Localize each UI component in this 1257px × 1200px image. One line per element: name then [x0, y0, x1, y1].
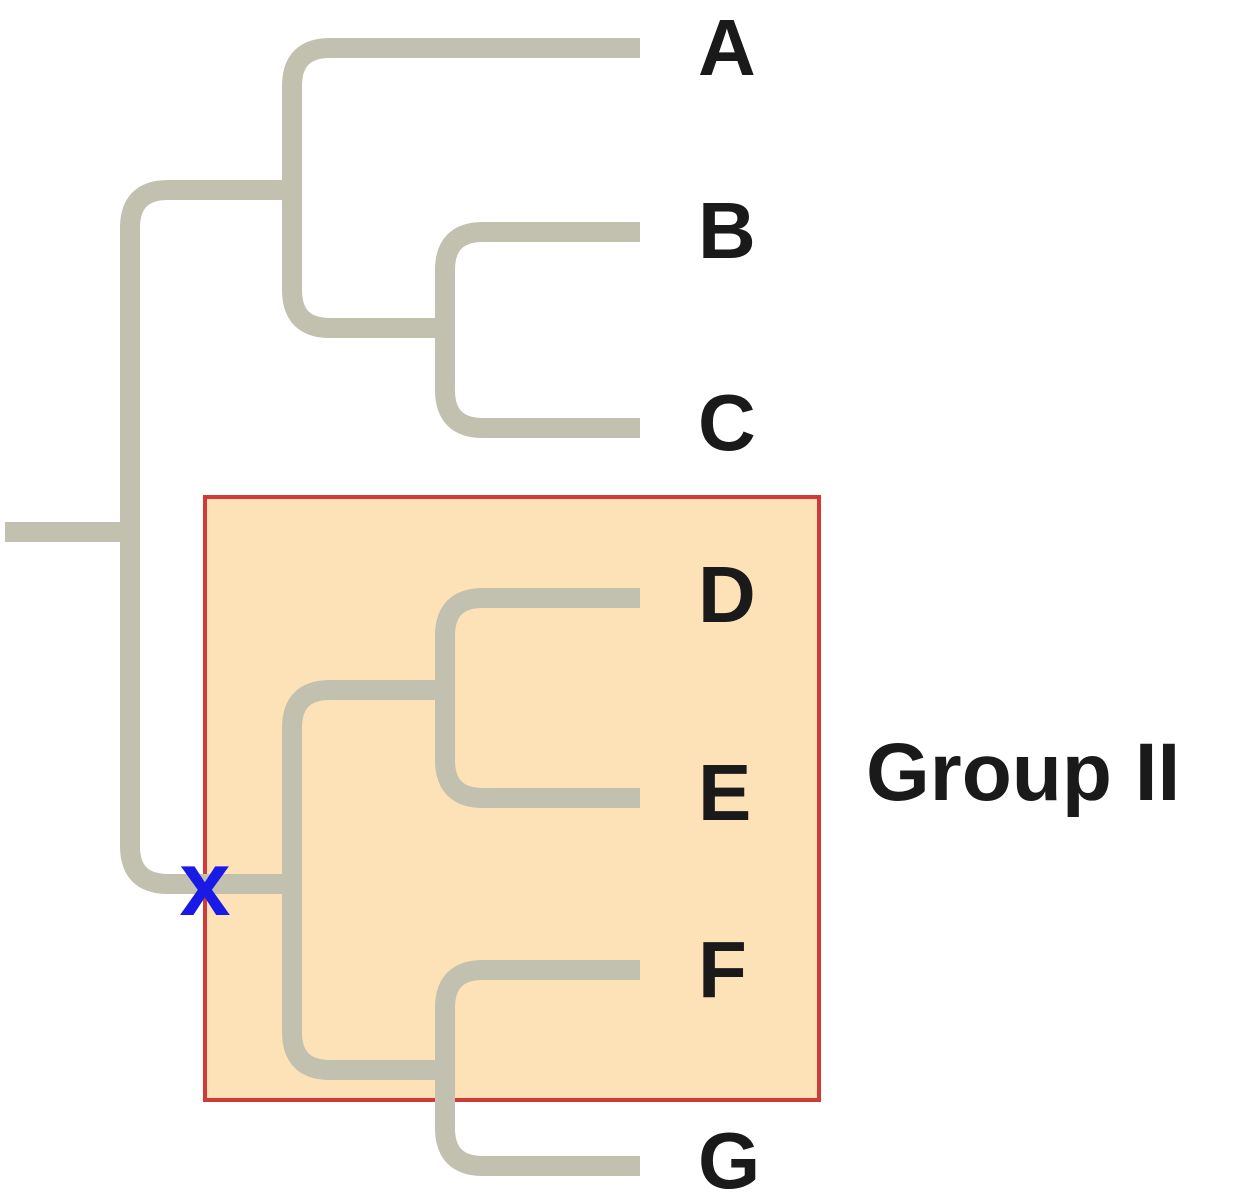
branch-bc-clade	[435, 222, 640, 438]
taxon-label-e: E	[698, 748, 751, 837]
branch-de-clade	[435, 588, 640, 808]
taxon-label-g: G	[698, 1116, 760, 1200]
branch-abc-clade	[282, 38, 640, 338]
taxon-label-a: A	[698, 3, 756, 92]
taxon-label-c: C	[698, 378, 756, 467]
taxon-labels: A B C D E F G	[698, 3, 760, 1200]
taxon-label-f: F	[698, 925, 747, 1014]
branch-fg-clade	[435, 960, 640, 1176]
taxon-label-d: D	[698, 550, 756, 639]
group-ii-label: Group II	[866, 727, 1180, 818]
branch-root-split	[120, 180, 292, 894]
taxon-label-b: B	[698, 186, 756, 275]
ancestor-x-marker: x	[179, 833, 230, 935]
tree-branches	[5, 38, 640, 1176]
branch-defg-clade	[282, 680, 445, 1080]
